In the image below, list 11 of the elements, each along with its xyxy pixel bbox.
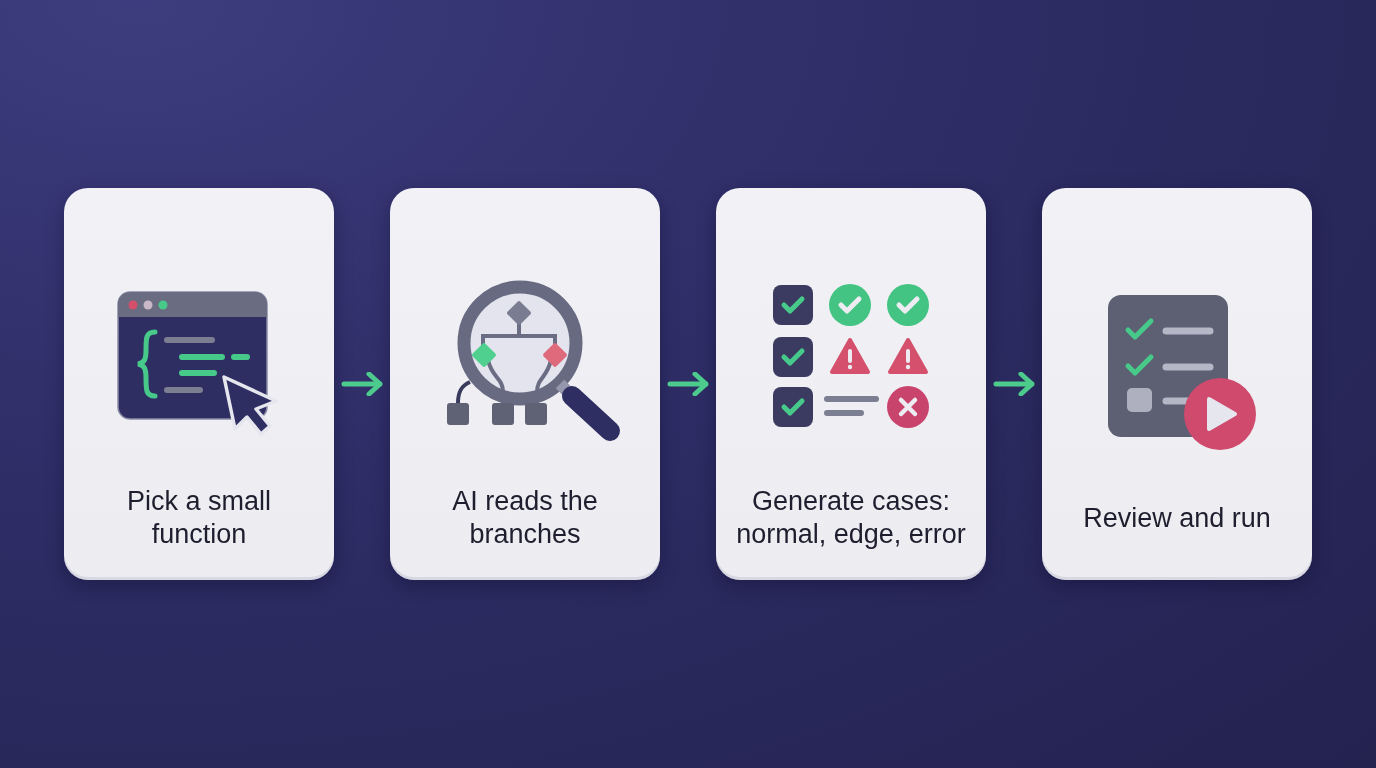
step-label: Generate cases: normal, edge, error: [735, 485, 967, 551]
step-card: [1042, 188, 1312, 580]
arrow: [341, 371, 383, 397]
step-card: [716, 188, 986, 580]
step-label: Review and run: [1083, 501, 1271, 535]
step-card: [390, 188, 660, 580]
step-card: [64, 188, 334, 580]
arrow: [993, 371, 1035, 397]
arrow: [667, 371, 709, 397]
step-label: AI reads the branches: [451, 485, 599, 551]
step-label: Pick a small function: [126, 485, 272, 551]
